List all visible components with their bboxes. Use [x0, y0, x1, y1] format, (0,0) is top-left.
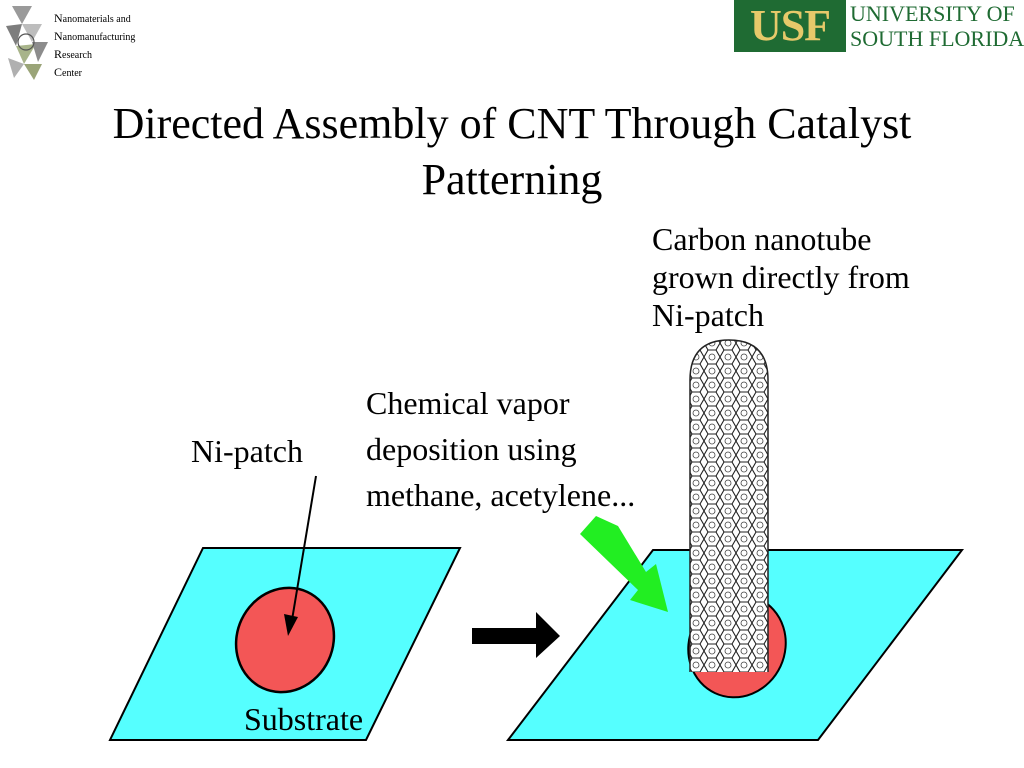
slide-title-line-2: Patterning	[421, 155, 603, 204]
slide-title-line-1: Directed Assembly of CNT Through Catalys…	[112, 99, 912, 148]
slide-title: Directed Assembly of CNT Through Catalys…	[40, 96, 984, 208]
cvd-label-line-3: methane, acetylene...	[366, 477, 636, 513]
usf-logo: USF UNIVERSITY OF SOUTH FLORIDA	[734, 0, 1024, 52]
ni-patch-pointer-head	[284, 614, 298, 636]
nmrc-line-1: Nanomaterials and	[54, 11, 131, 25]
nanotube-icon	[689, 339, 769, 672]
cvd-label: Chemical vapor deposition using methane,…	[366, 380, 635, 518]
cnt-label-line-2: grown directly from	[652, 259, 910, 295]
cvd-label-line-2: deposition using	[366, 431, 577, 467]
cnt-label-line-3: Ni-patch	[652, 297, 764, 333]
gas-flow-arrow-icon	[580, 516, 668, 612]
nmrc-logo: Nanomaterials and Nanomanufacturing Rese…	[2, 2, 152, 82]
ni-patch-pointer	[291, 475, 317, 621]
usf-name-line-1: UNIVERSITY OF	[850, 1, 1015, 26]
cvd-label-line-1: Chemical vapor	[366, 385, 570, 421]
ni-patch-left	[234, 586, 336, 694]
nmrc-line-4: Center	[54, 65, 83, 79]
usf-mark: USF	[734, 0, 846, 52]
process-arrow-icon	[472, 612, 560, 658]
nmrc-line-3: Research	[54, 47, 92, 61]
cnt-label-line-1: Carbon nanotube	[652, 221, 872, 257]
ni-patch-label: Ni-patch	[191, 433, 303, 469]
nmrc-line-2: Nanomanufacturing	[54, 29, 136, 43]
usf-name: UNIVERSITY OF SOUTH FLORIDA	[850, 1, 1024, 51]
usf-name-line-2: SOUTH FLORIDA	[850, 26, 1024, 51]
nmrc-emblem-icon	[6, 6, 48, 80]
cnt-label: Carbon nanotube grown directly from Ni-p…	[652, 220, 910, 334]
substrate-label: Substrate	[244, 701, 364, 737]
